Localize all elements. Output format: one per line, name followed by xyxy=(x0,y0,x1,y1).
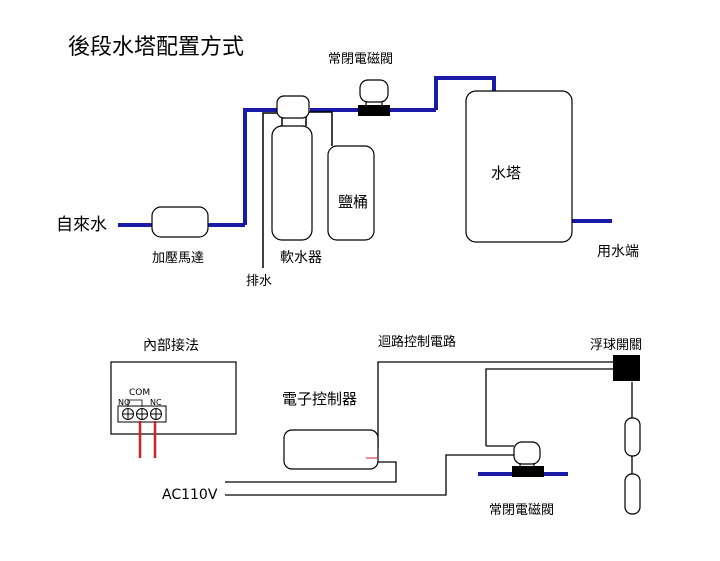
float-lower xyxy=(624,473,641,515)
float-switch-head xyxy=(613,355,640,381)
controller-label: 電子控制器 xyxy=(282,390,357,408)
electronic-controller xyxy=(283,429,379,470)
outlet-label: 用水端 xyxy=(597,244,639,260)
float-switch-label: 浮球開關 xyxy=(590,338,642,353)
circuit-label: 迴路控制電路 xyxy=(378,334,456,350)
com-bracket xyxy=(127,399,143,407)
drain-label: 排水 xyxy=(246,274,272,289)
terminal-screws xyxy=(122,408,162,420)
diagram-title: 後段水塔配置方式 xyxy=(68,35,244,60)
brine-label: 鹽桶 xyxy=(338,193,368,211)
brine-tank xyxy=(327,145,375,241)
pump-body xyxy=(151,206,209,238)
water-tower xyxy=(465,90,573,243)
inlet-label: 自來水 xyxy=(56,215,107,235)
com-label: COM xyxy=(129,388,150,398)
water-pipes xyxy=(118,76,612,227)
top-valve-label: 常閉電磁閥 xyxy=(328,52,393,67)
nc-label: NC xyxy=(150,398,162,407)
softener-control-valve xyxy=(276,95,310,119)
wiring-title: 內部接法 xyxy=(143,337,199,354)
softener-piping xyxy=(262,111,333,268)
solenoid-valve-bottom xyxy=(512,441,544,477)
softener-label: 軟水器 xyxy=(280,250,322,266)
tower-label: 水塔 xyxy=(491,164,521,182)
power-label: AC110V xyxy=(162,487,218,503)
softener-tank xyxy=(271,125,313,241)
no-label: NO xyxy=(118,398,130,407)
pump-label: 加壓馬達 xyxy=(152,251,204,266)
float-upper xyxy=(624,417,641,457)
red-wires xyxy=(138,421,157,458)
bottom-valve-label: 常閉電磁閥 xyxy=(489,503,554,518)
solenoid-valve-top xyxy=(358,79,390,116)
